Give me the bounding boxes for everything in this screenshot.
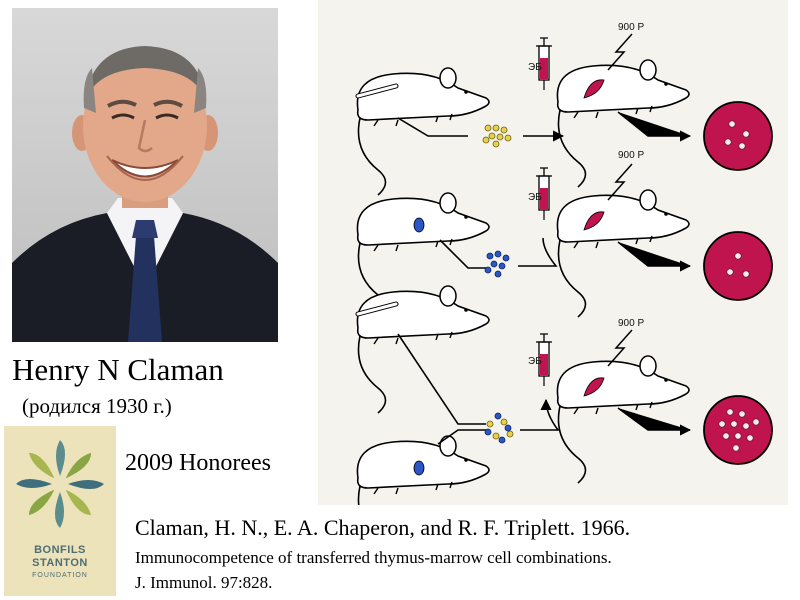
colony (742, 130, 750, 138)
foundation-logo: BONFILS STANTON FOUNDATION (4, 426, 116, 596)
row-1: ЭБ 900 P (357, 22, 773, 196)
portrait-photo (12, 8, 278, 342)
citation-journal: J. Immunol. 97:828. (135, 573, 273, 592)
colony (724, 138, 732, 146)
colony (734, 432, 742, 440)
colony (752, 418, 760, 426)
birth-year: (родился 1930 г.) (22, 394, 172, 418)
thymus-organ-3 (413, 460, 425, 476)
colony (726, 268, 734, 276)
citation-authors: Claman, H. N., E. A. Chaperon, and R. F.… (135, 515, 631, 540)
mixed-cells-3 (484, 412, 514, 444)
dose-label-1: 900 P (618, 22, 644, 33)
marrow-cells-2 (484, 250, 510, 278)
culture-plate-1 (703, 101, 773, 171)
portrait-illustration (12, 8, 278, 342)
colony (742, 270, 750, 278)
syringe-label-1: ЭБ (528, 62, 542, 73)
dose-label-2: 900 P (618, 150, 644, 161)
row-2: ЭБ 900 P (356, 150, 773, 321)
honorees-label: 2009 Honorees (125, 450, 271, 476)
colony (742, 422, 750, 430)
colony (722, 432, 730, 440)
culture-plate-3 (703, 395, 773, 465)
syringe-label-2: ЭБ (528, 192, 542, 203)
colony (738, 410, 746, 418)
thymus-cells-1 (482, 124, 512, 148)
logo-line-3: FOUNDATION (32, 572, 88, 579)
colony (734, 252, 742, 260)
person-name: Henry N Claman (12, 352, 224, 387)
colonies-row-1 (724, 120, 750, 150)
colony (718, 420, 726, 428)
colony (738, 142, 746, 150)
colonies-row-3 (718, 408, 760, 452)
experiment-diagram-svg: ЭБ 900 P ЭБ 900 P (318, 22, 773, 505)
experiment-diagram: ЭБ 900 P ЭБ 900 P (318, 0, 788, 505)
colony (746, 434, 754, 442)
dose-label-3: 900 P (618, 318, 644, 329)
logo-line-2: STANTON (32, 557, 88, 569)
colony (730, 420, 738, 428)
colony (728, 120, 736, 128)
colony (726, 408, 734, 416)
culture-plate-2 (703, 231, 773, 301)
foundation-emblem-icon (16, 440, 104, 528)
citation-title: Immunocompetence of transferred thymus-m… (135, 548, 612, 567)
thymus-organ-2 (413, 217, 425, 233)
colony (732, 444, 740, 452)
colonies-row-2 (726, 252, 750, 278)
row-3: ЭБ 900 P (357, 285, 773, 505)
syringe-label-3: ЭБ (528, 356, 542, 367)
logo-line-1: BONFILS (34, 544, 86, 556)
